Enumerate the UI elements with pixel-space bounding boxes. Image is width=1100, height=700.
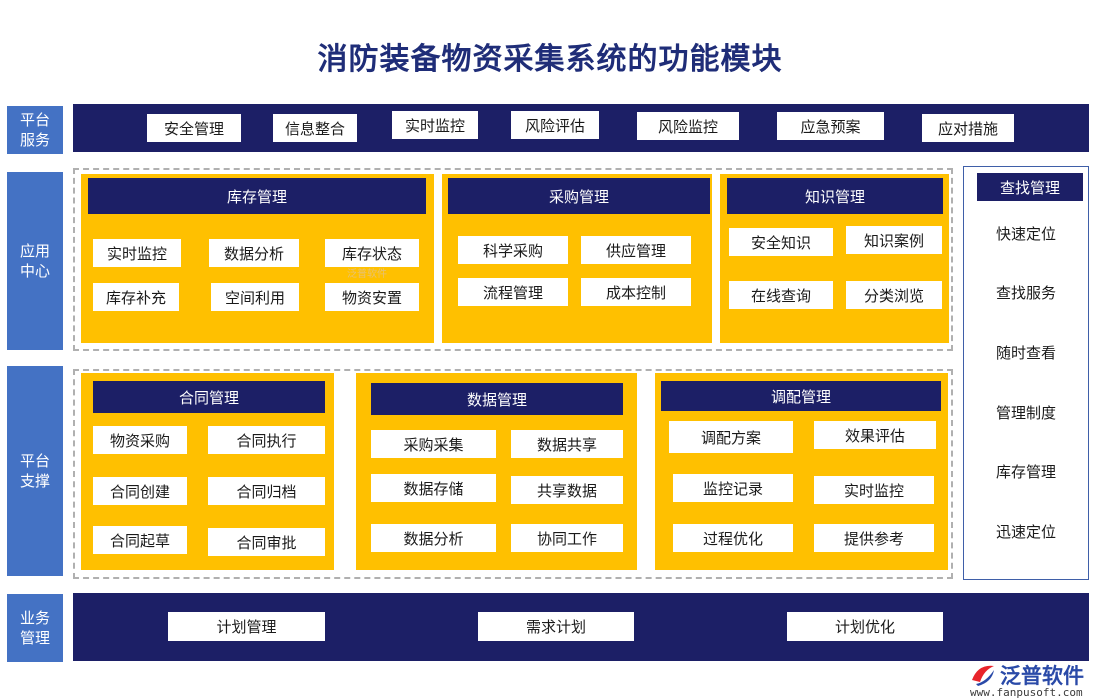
side-label-platform-support: 平台 支撑	[7, 366, 63, 576]
dispatch-item: 过程优化	[673, 524, 793, 552]
side-label-app-center: 应用 中心	[7, 172, 63, 350]
search-panel-item: 库存管理	[995, 462, 1056, 481]
inventory-item: 物资安置	[325, 283, 419, 311]
inventory-item: 数据分析	[209, 239, 299, 267]
contract-item: 合同归档	[208, 477, 325, 505]
knowledge-item: 知识案例	[846, 226, 942, 254]
business-item-plan-optimize: 计划优化	[787, 612, 943, 641]
service-item-risk-monitor: 风险监控	[637, 112, 739, 140]
search-panel-item: 随时查看	[995, 343, 1056, 362]
purchase-module-title: 采购管理	[448, 178, 710, 214]
data-item: 采购采集	[371, 430, 496, 458]
dispatch-item: 效果评估	[814, 421, 936, 449]
dispatch-item: 提供参考	[814, 524, 934, 552]
search-panel-item: 快速定位	[995, 224, 1056, 243]
purchase-item: 成本控制	[581, 278, 691, 306]
contract-item: 合同起草	[93, 526, 187, 554]
watermark-logo: 泛普软件	[347, 268, 387, 280]
side-label-platform-service: 平台 服务	[7, 106, 63, 154]
data-item: 共享数据	[511, 476, 623, 504]
dispatch-item: 实时监控	[814, 476, 934, 504]
contract-item: 合同创建	[93, 477, 187, 505]
search-panel-item: 管理制度	[995, 403, 1056, 422]
inventory-module-title: 库存管理	[88, 178, 426, 214]
search-panel	[963, 166, 1089, 580]
inventory-item: 空间利用	[211, 283, 299, 311]
data-item: 数据存储	[371, 474, 496, 502]
data-module-title: 数据管理	[371, 383, 623, 415]
dispatch-item: 监控记录	[673, 474, 793, 502]
knowledge-item: 安全知识	[729, 228, 833, 256]
dispatch-item: 调配方案	[669, 421, 793, 453]
service-item-realtime-monitor: 实时监控	[392, 111, 478, 139]
dispatch-module-title: 调配管理	[661, 381, 941, 411]
search-panel-item: 查找服务	[995, 283, 1056, 302]
side-label-business-mgmt: 业务 管理	[7, 594, 63, 662]
inventory-item: 库存补充	[93, 283, 179, 311]
knowledge-item: 分类浏览	[846, 281, 942, 309]
page-title: 消防装备物资采集系统的功能模块	[317, 42, 783, 77]
service-item-security: 安全管理	[147, 114, 241, 142]
contract-item: 物资采购	[93, 426, 187, 454]
business-item-plan-mgmt: 计划管理	[168, 612, 325, 641]
knowledge-item: 在线查询	[729, 281, 833, 309]
logo-url: www.fanpusoft.com	[970, 686, 1083, 699]
purchase-item: 流程管理	[458, 278, 568, 306]
service-item-emergency-plan: 应急预案	[777, 112, 884, 140]
purchase-item: 供应管理	[581, 236, 691, 264]
data-item: 协同工作	[511, 524, 623, 552]
contract-module-title: 合同管理	[93, 381, 325, 413]
search-panel-title: 查找管理	[977, 173, 1083, 201]
business-item-demand-plan: 需求计划	[478, 612, 634, 641]
service-item-info-integration: 信息整合	[273, 114, 357, 142]
inventory-item: 实时监控	[93, 239, 181, 267]
data-item: 数据分析	[371, 524, 496, 552]
contract-item: 合同执行	[208, 426, 325, 454]
service-item-response-measures: 应对措施	[922, 114, 1014, 142]
purchase-item: 科学采购	[458, 236, 568, 264]
logo-name: 泛普软件	[1000, 664, 1084, 688]
knowledge-module-title: 知识管理	[727, 178, 943, 214]
service-item-risk-assessment: 风险评估	[511, 111, 599, 139]
fanpu-logo-icon	[968, 660, 998, 688]
contract-item: 合同审批	[208, 528, 325, 556]
inventory-item: 库存状态	[325, 239, 419, 267]
data-item: 数据共享	[511, 430, 623, 458]
search-panel-item: 迅速定位	[995, 522, 1056, 541]
